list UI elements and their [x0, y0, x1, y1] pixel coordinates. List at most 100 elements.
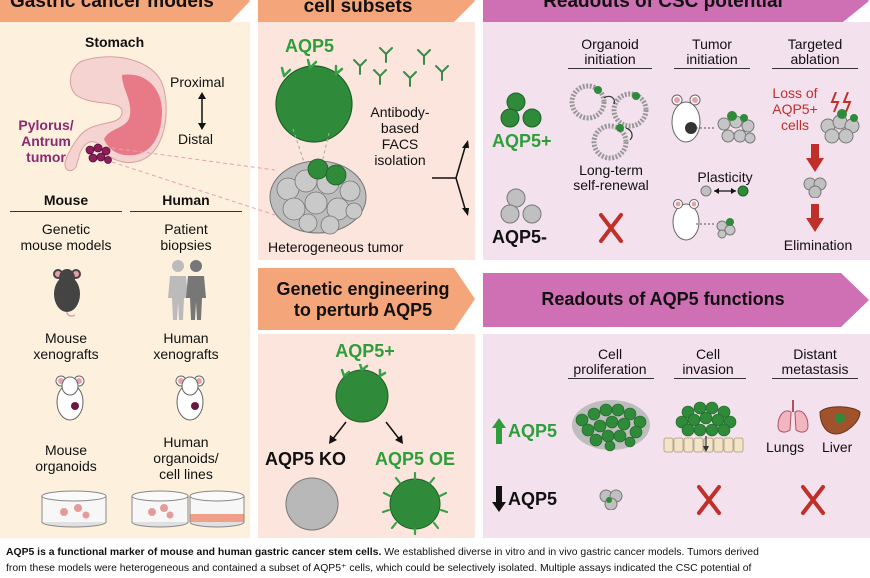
elimination-label: Elimination	[783, 237, 853, 253]
csc-col3-line1: Targeted	[787, 36, 843, 52]
proximal-distal-arrow	[198, 92, 206, 130]
up-arrow-icon	[492, 418, 506, 444]
csc-col2-underline	[674, 68, 750, 69]
ablation-arrow-2	[806, 204, 824, 232]
antibody-line3: FACS	[381, 136, 419, 152]
aqp5-label: AQP5	[285, 36, 335, 56]
human-header: Human	[162, 192, 210, 208]
antibodies-icon	[353, 47, 449, 87]
mouse-item-2-line2: xenografts	[33, 346, 99, 362]
human-item-3-line3: cell lines	[159, 466, 213, 482]
func-col2-line1: Cell	[695, 346, 721, 362]
figure-caption: AQP5 is a functional marker of mouse and…	[6, 545, 864, 577]
human-item-1-line1: Patient	[164, 221, 208, 237]
split-arrow	[432, 140, 469, 216]
plasticity-label: Plasticity	[697, 169, 753, 185]
mouse-item-3-line1: Mouse	[44, 442, 88, 458]
func-col1-underline	[568, 378, 654, 379]
genetic-aqp5-cell-icon	[335, 364, 389, 423]
connector-lines	[292, 128, 330, 168]
caption-line1-rest: We established diverse in vitro and in v…	[381, 547, 759, 558]
mouse-item-2-line1: Mouse	[44, 330, 88, 346]
proliferation-cluster-icon	[572, 400, 650, 452]
white-mouse-tumor-icon	[55, 375, 85, 421]
cell-line-dish-icon	[189, 490, 245, 528]
lungs-label: Lungs	[766, 439, 805, 455]
human-item-2-line1: Human	[163, 330, 209, 346]
csc-header-arrow	[483, 0, 869, 22]
csc-col1-underline	[568, 68, 652, 69]
dark-mouse-icon	[53, 269, 81, 317]
stomach-illustration	[64, 56, 167, 172]
ko-label: AQP5 KO	[265, 449, 347, 469]
human-item-3-line1: Human	[163, 434, 209, 450]
csc-col2-line1: Tumor	[692, 36, 732, 52]
neg-tumor-mouse-icon	[672, 199, 736, 241]
down-invasion-x-icon	[697, 485, 721, 515]
func-col1-line1: Cell	[597, 346, 623, 362]
csc-col2-line2: initiation	[686, 51, 738, 67]
aqp5-pos-cells-icon	[500, 92, 542, 128]
down-arrow-icon	[492, 486, 506, 512]
csc-col3-underline	[772, 68, 858, 69]
csc-pos-label: AQP5+	[492, 131, 552, 151]
caption-bold: AQP5 is a functional marker of mouse and…	[6, 547, 382, 558]
csc-neg-label: AQP5-	[492, 227, 548, 247]
stomach-distal: Distal	[178, 131, 214, 147]
tumor-label-line3: tumor	[26, 149, 66, 165]
tumor-label: Heterogeneous tumor	[268, 239, 404, 255]
human-divider	[130, 211, 242, 212]
mouse-divider	[10, 211, 122, 212]
up-aqp5-label: AQP5	[508, 421, 558, 441]
func-col2-line2: invasion	[682, 361, 734, 377]
aqp5-positive-cell-icon	[275, 58, 353, 143]
down-proliferation-cells-icon	[599, 489, 623, 510]
functions-header: Readouts of AQP5 functions	[541, 289, 785, 309]
liver-label: Liver	[822, 439, 853, 455]
func-col3-line2: metastasis	[781, 361, 849, 377]
antibody-line1: Antibody-	[370, 104, 430, 120]
genetic-header-arrow	[258, 268, 475, 330]
csc-col1-line2: initiation	[584, 51, 636, 67]
loss-line3: cells	[780, 117, 809, 133]
lungs-icon	[777, 400, 809, 433]
liver-icon	[819, 406, 861, 435]
mouse-item-3-line2: organoids	[35, 458, 97, 474]
subsets-header-arrow	[258, 0, 475, 22]
stomach-title: Stomach	[85, 34, 145, 50]
ablation-tumor-icon	[820, 109, 860, 144]
human-organoid-dish-icon	[131, 490, 189, 528]
func-col1-line2: proliferation	[573, 361, 647, 377]
models-header-arrow	[0, 0, 250, 22]
func-col3-line1: Distant	[793, 346, 837, 362]
patients-icon	[168, 260, 206, 320]
down-aqp5-label: AQP5	[508, 489, 558, 509]
genetic-header-line1: Genetic engineering	[276, 279, 450, 299]
subsets-header: cell subsets	[303, 0, 413, 17]
csc-neg-organoid-x-icon	[599, 213, 623, 243]
loss-line1: Loss of	[772, 85, 818, 101]
white-mouse-tumor-icon-human	[175, 375, 205, 421]
antibody-line4: isolation	[374, 152, 426, 168]
loss-line2: AQP5+	[772, 101, 818, 117]
antibody-line2: based	[380, 120, 420, 136]
mouse-item-1-line1: Genetic	[41, 221, 91, 237]
tumor-label-line1: Pylorus/	[18, 117, 74, 133]
csc-header: Readouts of CSC potential	[543, 0, 783, 12]
oe-arrow	[385, 421, 403, 444]
csc-col1-line1: Organoid	[581, 36, 639, 52]
tumor-initiation-mouse-icon	[671, 94, 756, 144]
functions-panel	[483, 334, 870, 538]
genetic-pos-label: AQP5+	[335, 341, 395, 361]
func-col3-underline	[772, 378, 858, 379]
heterogeneous-tumor-icon	[269, 158, 367, 235]
mouse-organoid-dish-icon	[41, 490, 107, 528]
func-col2-underline	[674, 378, 746, 379]
models-header: Gastric cancer models	[10, 0, 214, 12]
mouse-item-1-line2: mouse models	[20, 237, 112, 253]
lightning-icon	[830, 92, 852, 113]
caption-line2: from these models were heterogeneous and…	[6, 563, 752, 574]
oe-label: AQP5 OE	[375, 449, 456, 469]
self-renewal-line1: Long-term	[579, 162, 643, 178]
ko-cell-icon	[285, 477, 339, 531]
